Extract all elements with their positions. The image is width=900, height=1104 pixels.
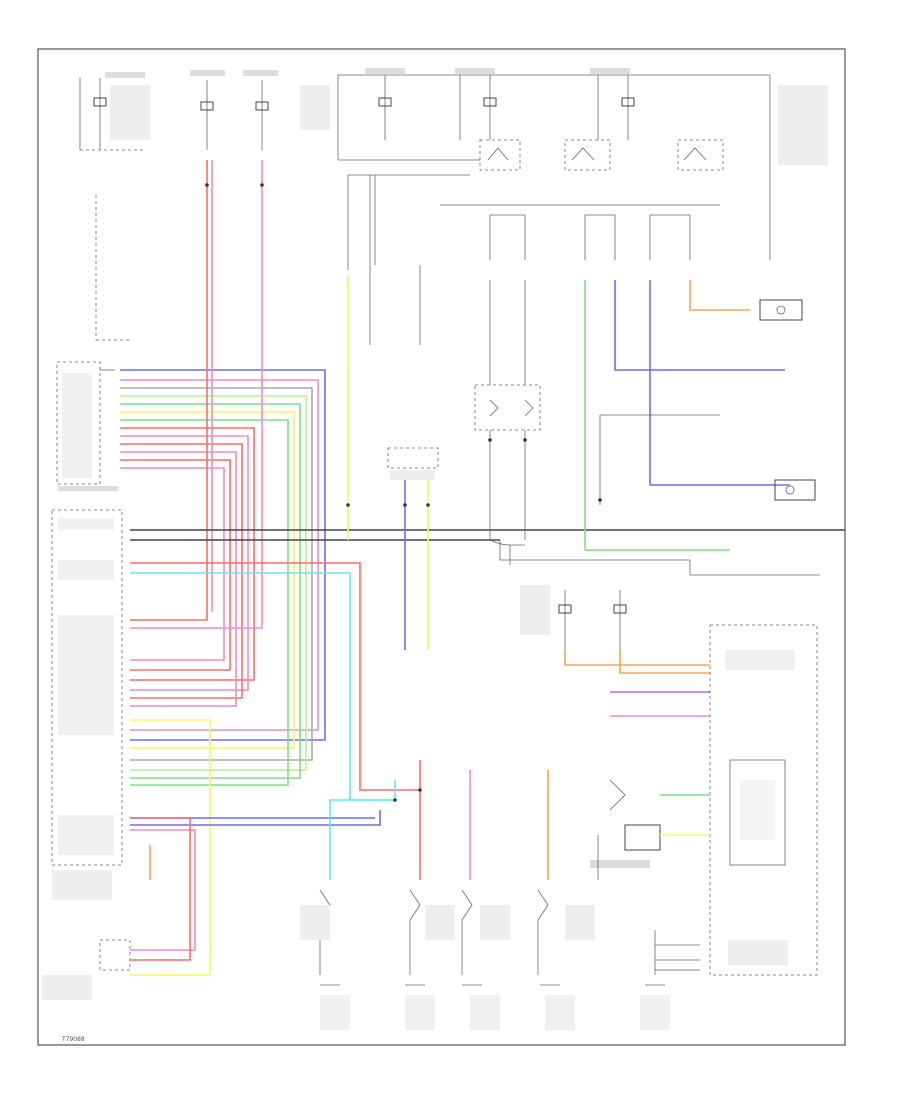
lamp-mid — [774, 479, 816, 501]
bottom-switch-1 — [300, 780, 396, 1030]
bottom-switch-4 — [537, 770, 595, 1030]
lamp-top — [759, 299, 803, 321]
fuse-block-lower — [558, 590, 627, 650]
splice-dots — [205, 183, 602, 802]
bottom-switch-2 — [405, 760, 455, 1030]
bottom-ground-right — [640, 930, 700, 1030]
relay-3 — [677, 139, 724, 171]
combination-meter — [709, 624, 818, 976]
wire-bundle-comb-switch — [120, 369, 326, 786]
relay-2 — [564, 139, 611, 171]
fuse-block-mid-1 — [190, 70, 330, 150]
alternator — [590, 824, 661, 868]
relay-1 — [479, 139, 521, 171]
combination-switch — [56, 361, 118, 491]
optical-sensor — [42, 939, 131, 1000]
diagram-border — [37, 48, 846, 1046]
fuse-block-top-right — [337, 68, 828, 260]
mid-switches — [474, 280, 550, 635]
body-control-module — [51, 509, 123, 900]
fuse-block-left — [79, 72, 150, 151]
bottom-switch-3 — [461, 770, 510, 1030]
diagram-code: T79088 — [62, 1036, 85, 1043]
combination-meter-connector — [387, 447, 439, 480]
